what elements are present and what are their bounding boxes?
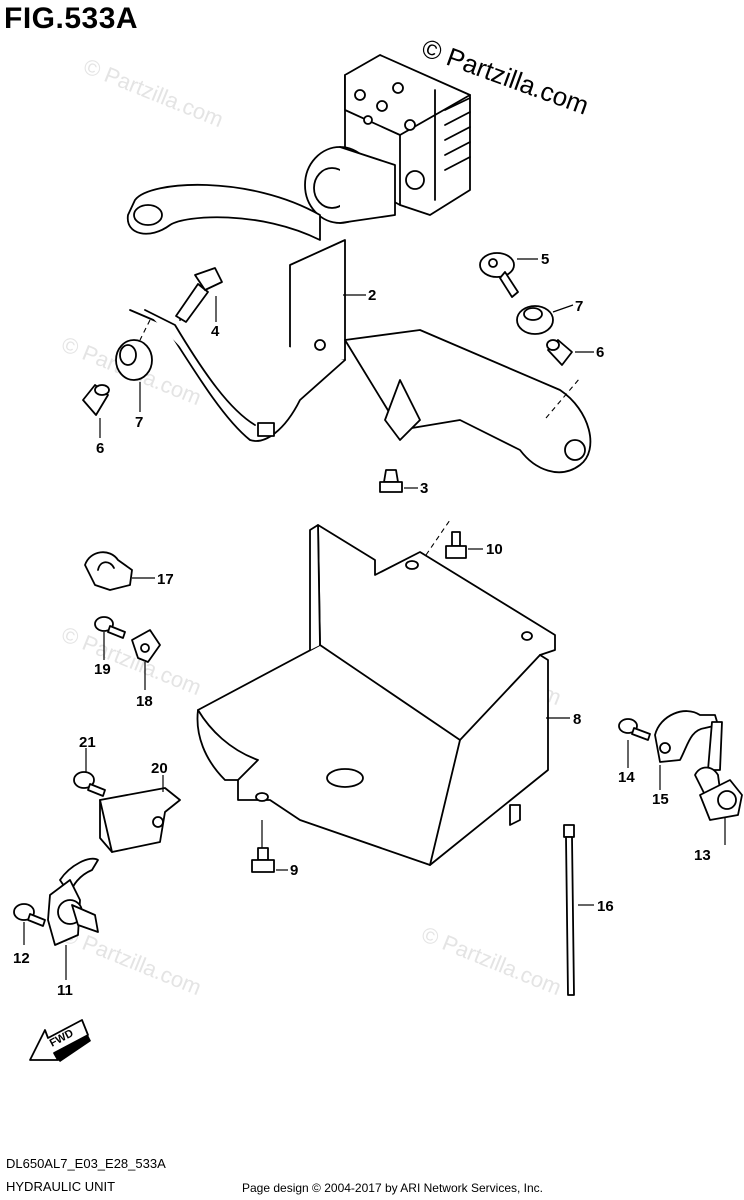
- callout-14: 14: [618, 769, 635, 786]
- bolt-19: [94, 616, 126, 639]
- callout-15: 15: [652, 791, 669, 808]
- collar-6-left: [82, 384, 110, 416]
- watermark: © Partzilla.com: [58, 921, 205, 1000]
- bolt-10: [445, 531, 467, 559]
- callout-6-right: 6: [596, 344, 604, 361]
- callout-10: 10: [486, 541, 503, 558]
- callout-12: 12: [13, 950, 30, 967]
- callout-6-left: 6: [96, 440, 104, 457]
- watermark: © Partzilla.com: [58, 621, 205, 700]
- callout-4: 4: [211, 323, 220, 340]
- unit-name: HYDRAULIC UNIT: [6, 1179, 116, 1194]
- callout-9: 9: [290, 862, 298, 879]
- callout-18: 18: [136, 693, 153, 710]
- callout-19: 19: [94, 661, 111, 678]
- dashed-guides: [139, 319, 581, 556]
- callout-17: 17: [157, 571, 174, 588]
- bolt-21: [73, 771, 106, 797]
- bolt-4: [175, 267, 223, 323]
- bolt-9: [251, 847, 275, 873]
- cable-tie-16: [563, 824, 575, 996]
- fwd-arrow: FWD: [29, 1019, 91, 1062]
- callout-5: 5: [541, 251, 549, 268]
- bolt-14: [618, 718, 651, 741]
- callout-21: 21: [79, 734, 96, 751]
- callout-20: 20: [151, 760, 168, 777]
- callout-13: 13: [694, 847, 711, 864]
- leader-lines: [23, 258, 726, 980]
- figure-title: FIG.533A: [4, 2, 139, 35]
- watermark: © Partzilla.com: [418, 921, 565, 1000]
- callout-3: 3: [420, 480, 428, 497]
- clip-17: [84, 551, 133, 591]
- callout-7-left: 7: [135, 414, 143, 431]
- page-credit: Page design © 2004-2017 by ARI Network S…: [242, 1181, 544, 1195]
- clamp-18: [131, 629, 161, 663]
- bolt-12: [13, 903, 46, 927]
- model-code: DL650AL7_E03_E28_533A: [6, 1156, 166, 1171]
- callout-7-right: 7: [575, 298, 583, 315]
- callout-8: 8: [573, 711, 581, 728]
- callout-2: 2: [368, 287, 376, 304]
- battery-tray: [196, 524, 556, 866]
- grommet-7-left: [115, 339, 153, 381]
- watermark: © Partzilla.com: [80, 53, 227, 132]
- callout-labels: 2 3 4 5 6 6 7 7 8 9 10 11 12 13 14 15 16…: [13, 251, 711, 999]
- collar-6-right: [546, 339, 573, 366]
- sensor-bracket-20: [99, 787, 181, 853]
- abs-bracket: [127, 183, 592, 474]
- wheel-speed-sensor-11: [47, 857, 99, 946]
- abs-hydraulic-unit: [304, 54, 471, 224]
- grommet-7-right: [516, 305, 554, 335]
- bolt-5: [479, 252, 519, 298]
- callout-11: 11: [57, 982, 73, 999]
- wheel-speed-sensor-13: [694, 721, 743, 821]
- bolt-3: [379, 469, 403, 493]
- callout-16: 16: [597, 898, 614, 915]
